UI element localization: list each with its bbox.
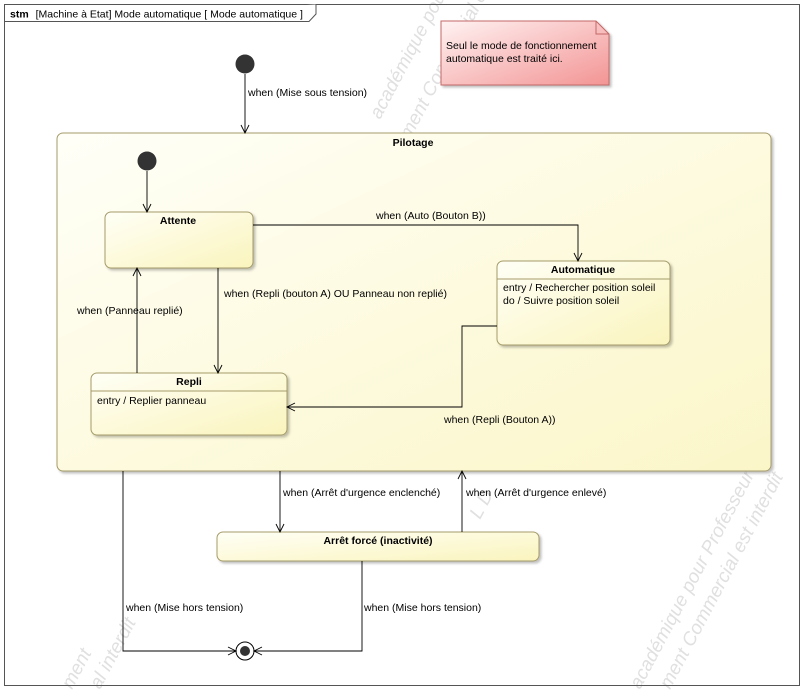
frame-title: [Machine à Etat] Mode automatique [ Mode… xyxy=(36,9,303,21)
label-arret-enleve: when (Arrêt d'urgence enlevé) xyxy=(465,487,606,499)
label-mise-hors-tension-left: when (Mise hors tension) xyxy=(125,602,243,614)
frame: stm [Machine à Etat] Mode automatique [ … xyxy=(4,4,800,686)
label-arret-enclenche: when (Arrêt d'urgence enclenché) xyxy=(282,487,440,499)
state-repli-name: Repli xyxy=(176,376,202,388)
initial-state-outer xyxy=(235,54,255,74)
label-mise-sous-tension: when (Mise sous tension) xyxy=(247,87,367,99)
note: Seul le mode de fonctionnement automatiq… xyxy=(440,20,610,86)
transition-mise-hors-tension-right[interactable] xyxy=(254,561,363,652)
repli-entry-activity: entry / Replier panneau xyxy=(97,395,206,407)
label-repli-bouton-a: when (Repli (Bouton A)) xyxy=(443,414,555,426)
state-attente[interactable]: Attente xyxy=(104,211,254,269)
final-state xyxy=(235,641,255,661)
transition-labels: when (Mise sous tension) when (Auto (Bou… xyxy=(76,87,606,614)
svg-text:académique pour Professeur Se: académique pour Professeur Se xyxy=(626,442,772,692)
svg-text:al interdit: al interdit xyxy=(86,614,141,693)
state-arret-force[interactable]: Arrêt forcé (inactivité) xyxy=(216,531,540,562)
label-auto-bouton-b: when (Auto (Bouton B)) xyxy=(375,210,486,222)
state-automatique[interactable]: Automatique entry / Rechercher position … xyxy=(496,260,671,346)
transition-mise-hors-tension-left[interactable] xyxy=(122,471,236,652)
automatique-entry-activity: entry / Rechercher position soleil xyxy=(503,282,655,294)
state-pilotage-name: Pilotage xyxy=(393,137,434,149)
note-line-2: automatique est traité ici. xyxy=(446,53,563,65)
label-repli-bouton-a-ou: when (Repli (bouton A) OU Panneau non re… xyxy=(223,288,447,300)
svg-text:stm [Machine à Etat] Mod: stm [Machine à Etat] Mode automatique [ … xyxy=(10,9,303,21)
label-panneau-replie: when (Panneau replié) xyxy=(76,305,183,317)
state-automatique-name: Automatique xyxy=(551,264,615,276)
state-repli[interactable]: Repli entry / Replier panneau xyxy=(90,372,288,436)
transition-auto-bouton-b[interactable] xyxy=(253,224,579,261)
transition-repli-bouton-a[interactable] xyxy=(287,325,497,408)
state-arret-force-name: Arrêt forcé (inactivité) xyxy=(323,535,432,547)
note-line-1: Seul le mode de fonctionnement xyxy=(446,40,597,52)
frame-keyword: stm xyxy=(10,9,29,21)
automatique-do-activity: do / Suivre position soleil xyxy=(503,295,619,307)
label-mise-hors-tension-right: when (Mise hors tension) xyxy=(363,602,481,614)
state-attente-name: Attente xyxy=(160,215,196,227)
initial-state-inner xyxy=(137,151,157,171)
